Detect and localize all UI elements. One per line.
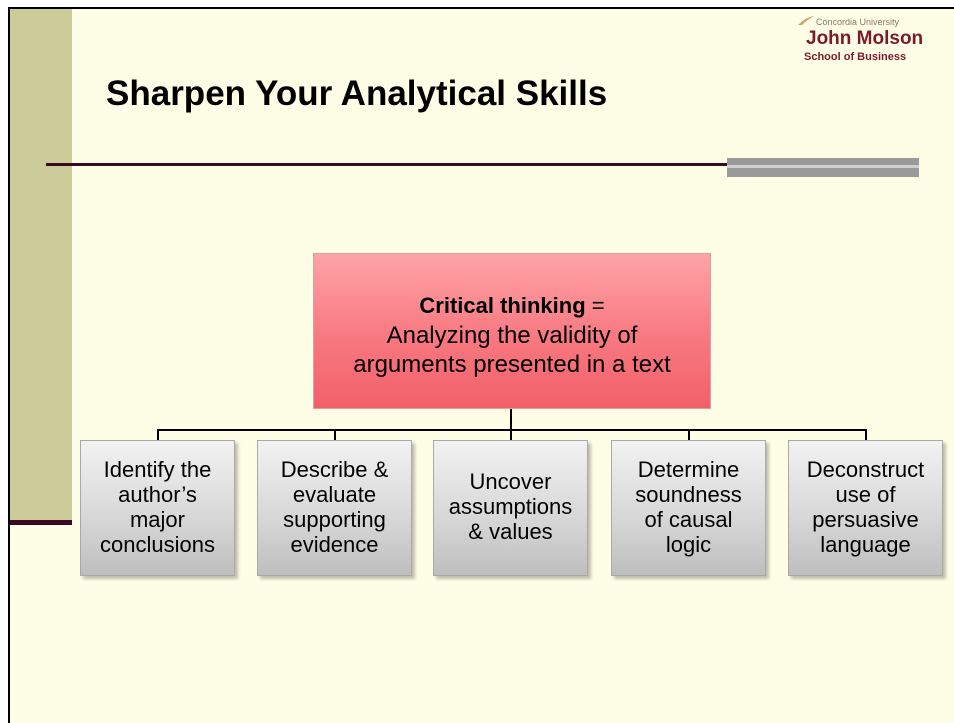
root-definition-line-1: Analyzing the validity of <box>386 322 638 349</box>
child-line: of causal <box>644 507 733 532</box>
title-divider-accent <box>727 158 919 177</box>
child-line: Describe & <box>280 457 389 482</box>
child-line: persuasive <box>812 507 919 532</box>
child-line: Identify the <box>103 457 212 482</box>
child-line: soundness <box>635 482 742 507</box>
root-heading: Critical thinking = <box>419 291 604 321</box>
child-line: use of <box>835 482 896 507</box>
root-heading-bold: Critical thinking <box>419 293 586 318</box>
side-accent-rule <box>10 520 72 525</box>
child-node-evaluate-evidence: Describe & evaluate supporting evidence <box>257 440 412 576</box>
slide-title: Sharpen Your Analytical Skills <box>106 74 608 113</box>
side-accent-bar <box>10 9 72 520</box>
university-logo: Concordia University John Molson School … <box>798 14 954 64</box>
logo-university-text: Concordia University <box>816 17 900 27</box>
child-line: major <box>129 507 185 532</box>
child-node-uncover-assumptions: Uncover assumptions & values <box>433 440 588 576</box>
child-line: author’s <box>118 482 197 507</box>
child-line: Deconstruct <box>806 457 925 482</box>
child-node-persuasive-language: Deconstruct use of persuasive language <box>788 440 943 576</box>
child-line: supporting <box>283 507 386 532</box>
logo-swoosh-icon <box>798 16 814 25</box>
root-heading-equals: = <box>585 293 605 318</box>
root-node-critical-thinking: Critical thinking = Analyzing the validi… <box>313 253 711 409</box>
child-node-causal-logic: Determine soundness of causal logic <box>611 440 766 576</box>
child-line: logic <box>665 532 712 557</box>
child-line: Uncover <box>469 469 552 494</box>
child-line: evaluate <box>292 482 377 507</box>
child-line: Determine <box>637 457 740 482</box>
child-line: & values <box>468 519 553 544</box>
logo-school-name: John Molson <box>806 28 924 49</box>
child-line: assumptions <box>448 494 573 519</box>
child-node-identify-conclusions: Identify the author’s major conclusions <box>80 440 235 576</box>
root-definition-line-2: arguments presented in a text <box>353 351 671 378</box>
title-divider <box>46 163 727 166</box>
child-line: conclusions <box>100 532 215 557</box>
child-line: evidence <box>290 532 379 557</box>
child-line: language <box>820 532 911 557</box>
logo-school-subtitle: School of Business <box>804 51 907 63</box>
